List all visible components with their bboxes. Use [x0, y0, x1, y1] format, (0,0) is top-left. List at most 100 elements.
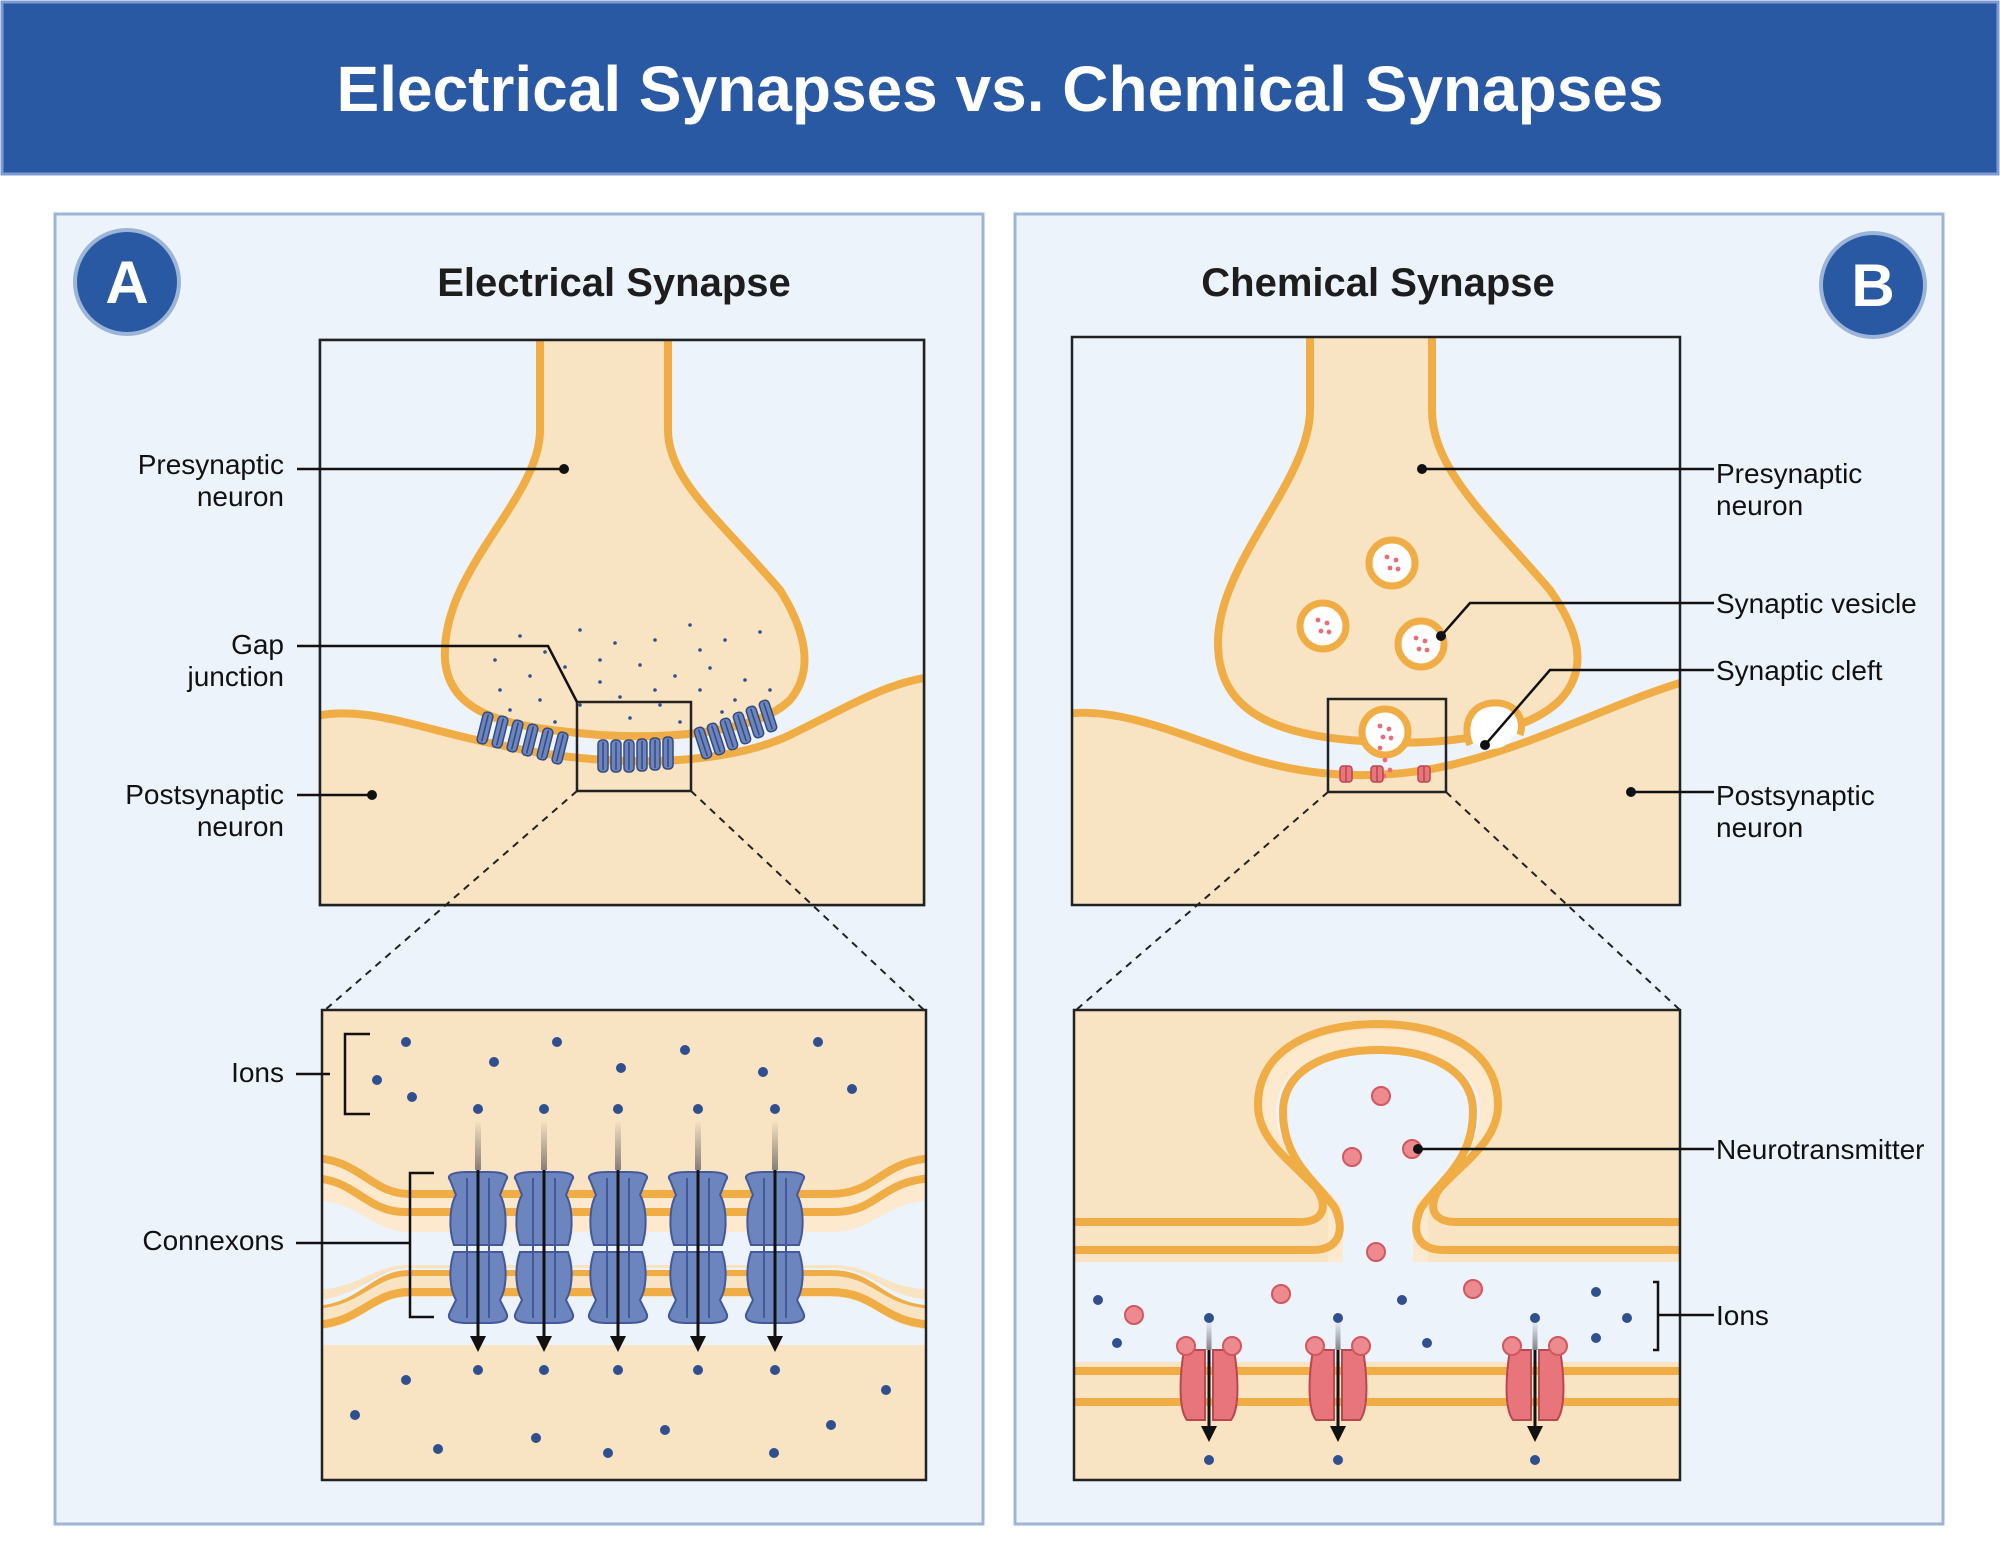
badge-a: A: [73, 228, 181, 336]
ion: [881, 1385, 891, 1395]
ion-dot: [653, 688, 657, 692]
ion-dot: [538, 698, 542, 702]
ion-dot: [653, 638, 657, 642]
ligand-gated-channel: [1502, 1320, 1568, 1442]
connexon-channel: [514, 1120, 574, 1352]
connexon: [610, 739, 622, 773]
ion: [613, 1365, 623, 1375]
connexon: [506, 719, 524, 753]
badge-a-letter: A: [105, 249, 148, 316]
ion: [1333, 1455, 1343, 1465]
connexon: [649, 737, 661, 771]
ion: [372, 1075, 382, 1085]
ion: [1112, 1338, 1122, 1348]
ion-dot: [698, 648, 702, 652]
synaptic-vesicle: [1358, 705, 1412, 759]
ion: [407, 1092, 417, 1102]
connexon: [693, 726, 713, 760]
ion-dot: [723, 638, 727, 642]
ion-dot: [578, 628, 582, 632]
svg-text:neuron: neuron: [1716, 490, 1803, 521]
ion-dot: [743, 678, 747, 682]
connexon: [745, 705, 765, 739]
synaptic-vesicle: [1394, 617, 1448, 671]
badge-b-letter: B: [1851, 252, 1894, 319]
connexon-channel: [448, 1120, 508, 1352]
svg-text:Postsynaptic: Postsynaptic: [125, 779, 284, 810]
presynaptic-neuron: [440, 340, 809, 741]
neurotransmitter: [1271, 1284, 1291, 1304]
connexon-channels: [350, 1037, 891, 1458]
neurotransmitter: [1124, 1305, 1144, 1325]
connexon: [551, 731, 569, 765]
ion-dot: [638, 663, 642, 667]
ion: [826, 1420, 836, 1430]
connexon: [662, 736, 674, 770]
ion: [847, 1084, 857, 1094]
svg-text:Gap: Gap: [231, 629, 284, 660]
ion-dot: [688, 623, 692, 627]
svg-text:neuron: neuron: [197, 811, 284, 842]
neurotransmitter: [1342, 1147, 1362, 1167]
svg-text:neuron: neuron: [1716, 812, 1803, 843]
ion: [769, 1448, 779, 1458]
ion-dot: [553, 720, 557, 724]
chemical-synapse-detail: [1072, 1008, 1682, 1482]
ion: [603, 1448, 613, 1458]
page-title: Electrical Synapses vs. Chemical Synapse…: [337, 53, 1664, 125]
connexon-channel: [668, 1120, 728, 1352]
neurotransmitter: [1463, 1279, 1483, 1299]
ligand-gated-channels: [1093, 1086, 1632, 1465]
ion: [758, 1067, 768, 1077]
connexon-channel: [745, 1120, 805, 1352]
ion: [1397, 1295, 1407, 1305]
svg-text:Neurotransmitter: Neurotransmitter: [1716, 1134, 1925, 1165]
connexon: [476, 711, 494, 745]
ion-dot: [678, 720, 682, 724]
ion: [433, 1444, 443, 1454]
ion-dot: [758, 630, 762, 634]
label-presynaptic-b: Presynaptic neuron: [1417, 458, 1862, 521]
label-postsynaptic-b: Postsynaptic neuron: [1626, 780, 1875, 843]
label-presynaptic-a: Presynaptic neuron: [138, 449, 569, 512]
synaptic-vesicle: [1296, 599, 1350, 653]
ion: [1422, 1338, 1432, 1348]
ion: [693, 1104, 703, 1114]
svg-text:Presynaptic: Presynaptic: [138, 449, 284, 480]
gap-junction-detail: [320, 1008, 928, 1482]
ion-dots: [493, 623, 772, 724]
ion: [1204, 1455, 1214, 1465]
ion: [473, 1104, 483, 1114]
receptor: [1370, 765, 1384, 783]
svg-text:Synaptic vesicle: Synaptic vesicle: [1716, 588, 1917, 619]
ion-dot: [733, 698, 737, 702]
label-postsynaptic-a: Postsynaptic neuron: [125, 779, 377, 842]
fusing-vesicle: [1463, 699, 1525, 749]
ion: [1093, 1295, 1103, 1305]
svg-text:Connexons: Connexons: [142, 1225, 284, 1256]
ion-dot: [543, 650, 547, 654]
svg-text:junction: junction: [186, 661, 284, 692]
ion-dot: [628, 716, 632, 720]
panel-b: B Chemical Synapse: [1013, 212, 1945, 1526]
ion-dot: [578, 703, 582, 707]
ion-dot: [768, 688, 772, 692]
header-banner: Electrical Synapses vs. Chemical Synapse…: [0, 0, 2000, 176]
receptor: [1417, 765, 1431, 783]
ion: [1591, 1333, 1601, 1343]
svg-text:Postsynaptic: Postsynaptic: [1716, 780, 1875, 811]
ion-dot: [698, 688, 702, 692]
ion: [693, 1365, 703, 1375]
ion-dot: [563, 665, 567, 669]
connexon: [536, 727, 554, 761]
ion: [770, 1365, 780, 1375]
ion-dot: [708, 666, 712, 670]
neurotransmitter: [1371, 1086, 1391, 1106]
ion: [401, 1037, 411, 1047]
badge-b: B: [1819, 231, 1927, 339]
ion-dot: [720, 710, 724, 714]
neurotransmitter: [1366, 1242, 1386, 1262]
connexon: [732, 711, 752, 745]
ion-dot: [528, 674, 532, 678]
